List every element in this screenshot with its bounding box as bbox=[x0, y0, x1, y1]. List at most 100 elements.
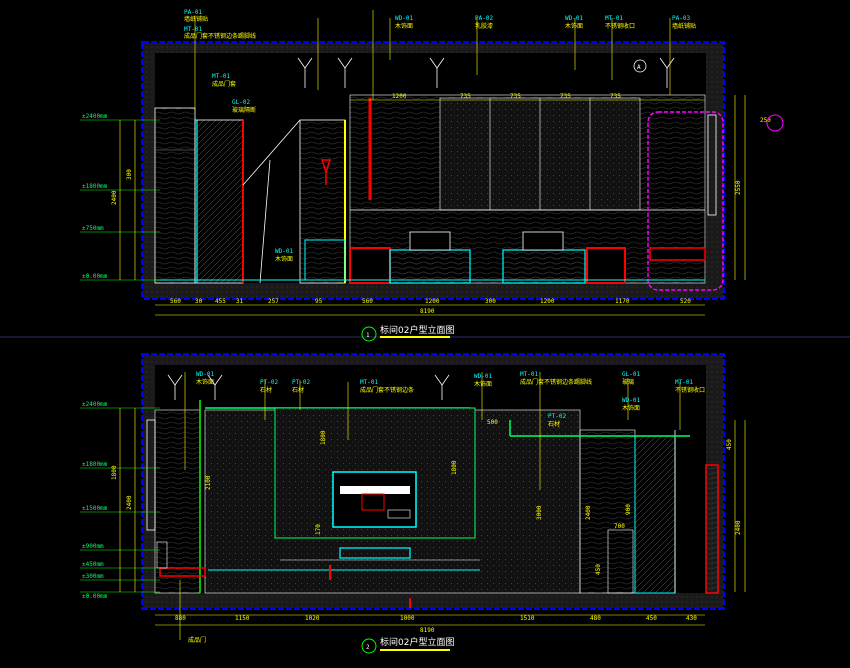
total-dim: 8190 bbox=[420, 308, 435, 315]
bottom-dim: 1020 bbox=[305, 615, 320, 622]
level-label: ±0.00mm bbox=[82, 273, 108, 280]
material-desc: 墙纸铺贴 bbox=[184, 15, 208, 23]
bottom-dim: 480 bbox=[590, 615, 601, 622]
material-desc: 墙纸铺贴 bbox=[672, 22, 696, 30]
material-desc: 木饰面 bbox=[474, 380, 492, 388]
side-dim: 2400 bbox=[735, 520, 742, 535]
tv-screen bbox=[332, 471, 417, 528]
bottom-dim: 95 bbox=[315, 298, 323, 305]
material-desc: 木饰面 bbox=[275, 255, 293, 263]
level-label: ±750mm bbox=[82, 225, 104, 232]
top-dim: 735 bbox=[510, 93, 521, 100]
material-desc: 不锈钢收口 bbox=[605, 22, 635, 30]
material-code: PT-02 bbox=[548, 413, 566, 420]
material-desc: 乳胶漆 bbox=[475, 22, 493, 30]
top-dim: 735 bbox=[560, 93, 571, 100]
inner-dim: 2400 bbox=[585, 505, 592, 520]
drawing-number: 2 bbox=[366, 644, 370, 651]
level-label: ±2400mm bbox=[82, 113, 108, 120]
bottom-dim: 1200 bbox=[540, 298, 555, 305]
material-desc: 木饰面 bbox=[196, 378, 214, 386]
door-frame bbox=[634, 435, 676, 594]
material-desc: 玻璃 bbox=[622, 378, 634, 386]
inner-dim: 450 bbox=[595, 564, 602, 575]
material-code: GL-01 bbox=[622, 371, 640, 378]
side-dim: 450 bbox=[726, 439, 733, 450]
drawing-title: 标间02户型立面图 bbox=[380, 324, 454, 336]
inner-dim: 1800 bbox=[320, 430, 327, 445]
elevation-drawing-1: ±2400mm ±1800mm ±750mm ±0.00mm 2400 300 … bbox=[80, 9, 784, 342]
level-label: ±300mm bbox=[82, 573, 104, 580]
magenta-callout bbox=[647, 111, 724, 291]
bed-right bbox=[502, 249, 586, 284]
inner-dim: 900 bbox=[625, 504, 632, 515]
side-dim: 2400 bbox=[126, 495, 133, 510]
bottom-dim: 1000 bbox=[400, 615, 415, 622]
material-code: WD-01 bbox=[196, 371, 214, 378]
drawing-number: 1 bbox=[366, 332, 370, 339]
bottom-dim: 560 bbox=[362, 298, 373, 305]
total-dim: 8190 bbox=[420, 627, 435, 634]
side-dim: 2400 bbox=[111, 190, 118, 205]
material-code: PA-01 bbox=[184, 9, 202, 16]
top-dim: 1200 bbox=[392, 93, 407, 100]
inner-dim: 700 bbox=[614, 523, 625, 530]
material-code: GL-02 bbox=[232, 99, 250, 106]
material-code: PA-02 bbox=[475, 15, 493, 22]
bottom-dim: 450 bbox=[646, 615, 657, 622]
bottom-dim: 560 bbox=[170, 298, 181, 305]
bottom-dim: 1200 bbox=[425, 298, 440, 305]
inner-dim: 3000 bbox=[536, 505, 543, 520]
side-dim: 250 bbox=[760, 117, 771, 124]
level-label: ±2400mm bbox=[82, 401, 108, 408]
level-label: ±450mm bbox=[82, 561, 104, 568]
bottom-dim: 1150 bbox=[235, 615, 250, 622]
material-desc: 石材 bbox=[292, 386, 304, 394]
level-label: ±0.00mm bbox=[82, 593, 108, 600]
material-code: WD-01 bbox=[275, 248, 293, 255]
bottom-dim: 430 bbox=[686, 615, 697, 622]
material-desc: 石材 bbox=[548, 420, 560, 428]
inner-dim: 170 bbox=[315, 524, 322, 535]
material-code: PT-02 bbox=[292, 379, 310, 386]
material-code: WD-01 bbox=[622, 397, 640, 404]
level-label: ±1800mm bbox=[82, 461, 108, 468]
bottom-dims-2: 880 1150 1020 1000 1510 480 450 430 8190 bbox=[175, 615, 697, 634]
callout-marker: A bbox=[637, 64, 641, 71]
material-desc: 成品门套不锈钢边条 bbox=[360, 386, 414, 394]
material-code: WD-01 bbox=[565, 15, 583, 22]
bottom-dim: 1170 bbox=[615, 298, 630, 305]
material-code: MT-01 bbox=[212, 73, 230, 80]
material-code: PA-03 bbox=[672, 15, 690, 22]
bottom-dim: 455 bbox=[215, 298, 226, 305]
inner-dim: 1800 bbox=[451, 460, 458, 475]
drawing-title: 标间02户型立面图 bbox=[380, 636, 454, 648]
material-code: MT-01 bbox=[520, 371, 538, 378]
elevation-drawing-2: ±2400mm ±1800mm ±1500mm ±900mm ±450mm ±3… bbox=[80, 353, 746, 654]
side-dim: 2550 bbox=[735, 180, 742, 195]
material-desc: 成品门套不锈钢边条踢脚线 bbox=[184, 32, 256, 40]
material-desc: 木饰面 bbox=[565, 22, 583, 30]
side-dim: 300 bbox=[126, 169, 133, 180]
top-dim: 735 bbox=[610, 93, 621, 100]
material-code: PT-02 bbox=[260, 379, 278, 386]
level-label: ±900mm bbox=[82, 543, 104, 550]
top-dim: 735 bbox=[460, 93, 471, 100]
material-desc: 木饰面 bbox=[622, 404, 640, 412]
bottom-dim: 300 bbox=[485, 298, 496, 305]
annotation: 成品门 bbox=[188, 636, 206, 644]
material-code: MT-01 bbox=[675, 379, 693, 386]
material-desc: 石材 bbox=[260, 386, 272, 394]
material-code: MT-01 bbox=[360, 379, 378, 386]
bottom-dims-1: 560 30 455 31 257 95 560 1200 300 1200 1… bbox=[170, 298, 691, 315]
level-label: ±1500mm bbox=[82, 505, 108, 512]
material-desc: 成品门套 bbox=[212, 80, 236, 88]
bottom-dim: 31 bbox=[236, 298, 244, 305]
material-code: WD-01 bbox=[474, 373, 492, 380]
material-code: MT-01 bbox=[605, 15, 623, 22]
bottom-dim: 257 bbox=[268, 298, 279, 305]
material-desc: 成品门套不锈钢边条踢脚线 bbox=[520, 378, 592, 386]
side-dim: 1800 bbox=[111, 465, 118, 480]
bottom-dim: 1510 bbox=[520, 615, 535, 622]
